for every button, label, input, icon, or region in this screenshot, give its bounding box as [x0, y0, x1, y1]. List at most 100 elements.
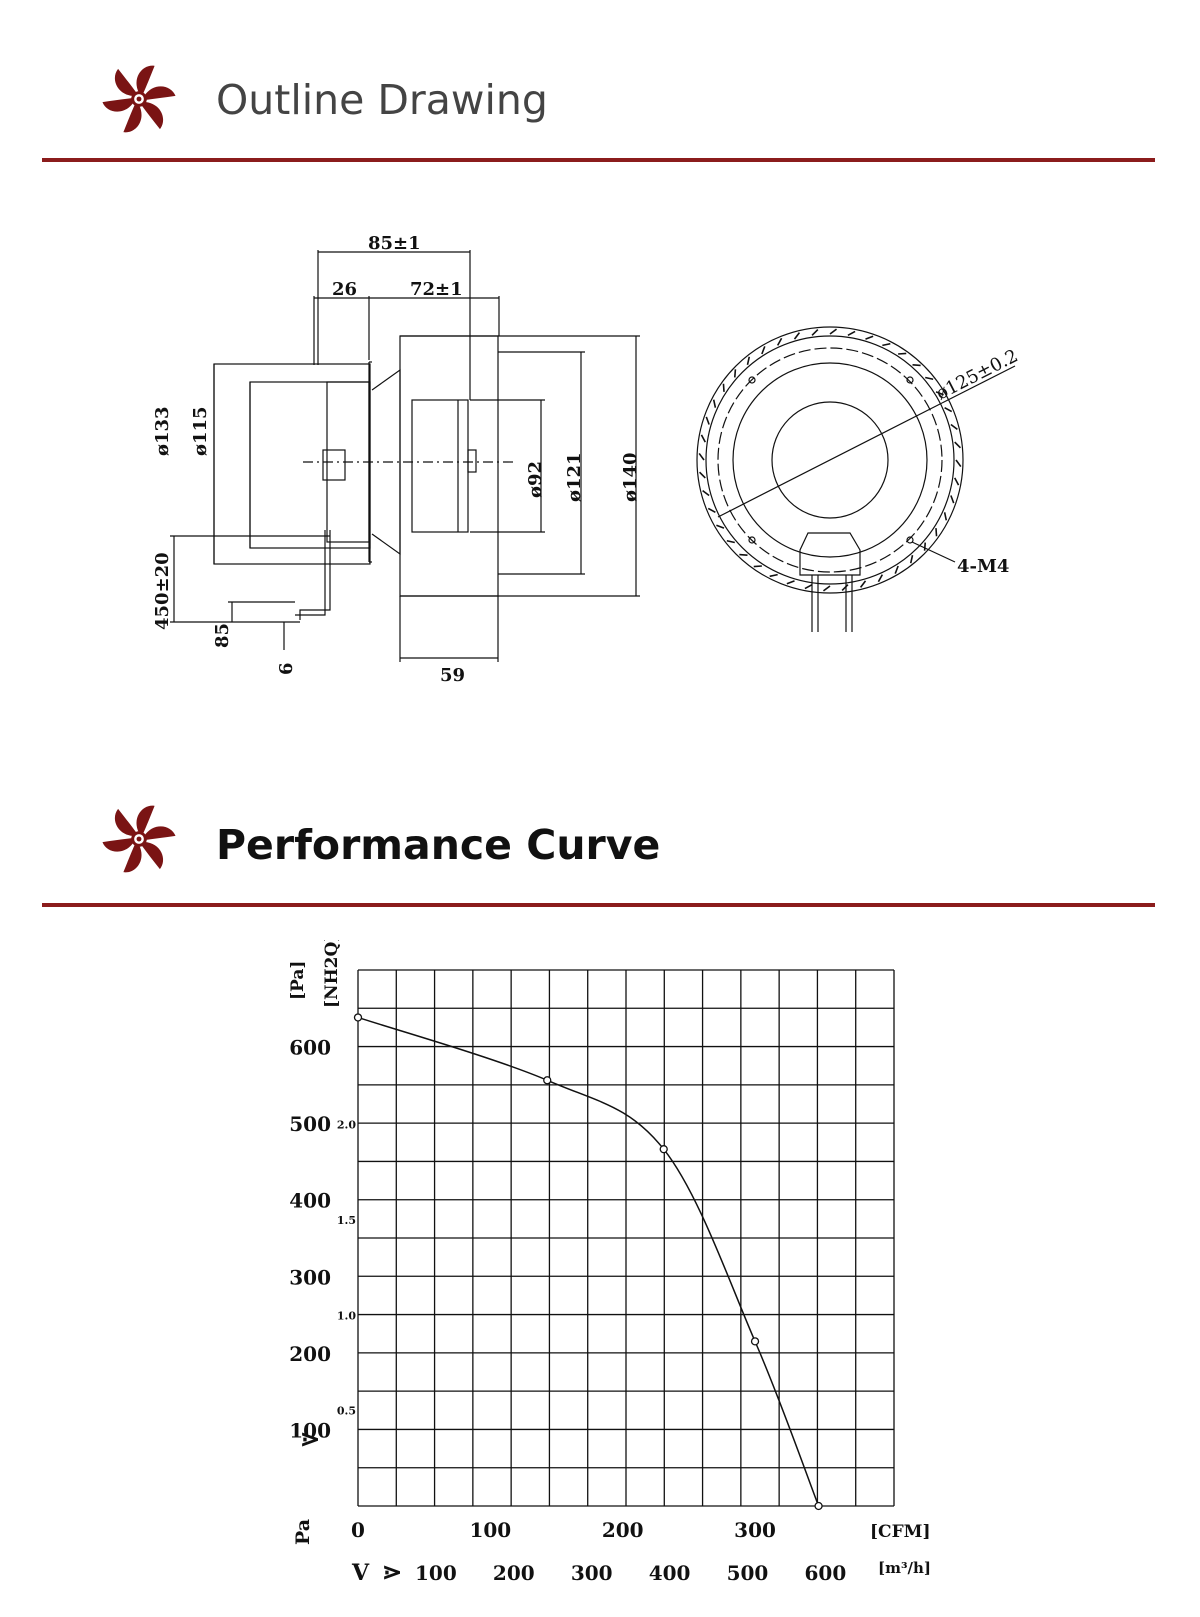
flow-arrow-icon: ⋗ — [382, 1557, 402, 1586]
scroll-tick — [753, 565, 762, 568]
scroll-tick — [912, 363, 921, 367]
data-point — [814, 1501, 823, 1511]
scroll-tick — [705, 416, 710, 425]
dim-6: 6 — [276, 662, 297, 675]
scroll-tick — [702, 489, 710, 497]
outline-drawing: 85±1 26 72±1 ø133 ø115 ø92 ø121 ø140 450… — [152, 233, 1022, 686]
scroll-tick — [877, 574, 884, 583]
dim-125: ø125±0.2 — [933, 345, 1022, 404]
y-tick-label-inh2o: 1.0 — [337, 1309, 356, 1322]
dim-59: 59 — [440, 665, 465, 686]
scroll-tick — [935, 528, 938, 537]
x-tick-label-m3h: 200 — [493, 1561, 535, 1585]
x-tick-label-m3h: 100 — [415, 1561, 457, 1585]
scroll-tick — [829, 328, 838, 335]
scroll-tick — [955, 459, 962, 468]
scroll-tick — [882, 342, 891, 347]
section-divider — [42, 903, 1155, 907]
scroll-tick — [761, 346, 766, 355]
section-title: Outline Drawing — [216, 76, 548, 124]
fan-logo-icon — [102, 65, 176, 133]
section-divider — [42, 158, 1155, 162]
x-tick-label-m3h: 300 — [571, 1561, 613, 1585]
dim-72: 72±1 — [410, 279, 463, 300]
dim-85b: 85 — [212, 623, 233, 648]
scroll-tick — [841, 584, 849, 592]
scroll-tick — [707, 507, 716, 514]
data-point — [750, 1337, 760, 1346]
scroll-tick — [733, 369, 737, 378]
scroll-tick — [700, 434, 706, 443]
x-tick-label-m3h: 400 — [649, 1561, 691, 1585]
scroll-tick — [859, 580, 867, 588]
data-point — [353, 1013, 363, 1022]
scroll-tick — [822, 585, 831, 592]
flow-symbol: V — [351, 1560, 370, 1586]
chart-grid — [357, 969, 895, 1507]
scroll-tick — [786, 580, 795, 585]
dim-85: 85±1 — [368, 233, 421, 254]
scroll-tick — [954, 441, 962, 449]
data-point — [659, 1145, 668, 1154]
scroll-tick — [776, 337, 783, 346]
scroll-tick — [894, 565, 899, 574]
dim-121: ø121 — [564, 452, 585, 502]
y-tick-label-pa: 100 — [289, 1418, 331, 1442]
x-tick-label-cfm: 100 — [469, 1518, 511, 1542]
scroll-tick — [898, 352, 907, 355]
y-tick-label-inh2o: 0.5 — [337, 1405, 356, 1418]
scroll-tick — [943, 512, 948, 521]
scroll-tick — [811, 328, 819, 336]
y-axis-unit-pa: Pa — [292, 1519, 314, 1545]
dim-450: 450±20 — [152, 552, 173, 630]
dim-26: 26 — [332, 279, 357, 300]
scroll-tick — [712, 399, 717, 408]
scroll-tick — [865, 335, 874, 340]
scroll-tick — [847, 330, 856, 336]
scroll-tick — [944, 406, 953, 413]
dim-92: ø92 — [525, 461, 546, 498]
scroll-tick — [950, 423, 958, 431]
y-axis-label-pa: [Pa] — [288, 961, 308, 1000]
y-axis-label-inh2o: [NH2Q] — [322, 940, 342, 1008]
y-tick-label-pa: 200 — [289, 1342, 331, 1366]
performance-curve-header: Performance Curve — [0, 795, 1200, 907]
scroll-tick — [698, 452, 705, 461]
x-tick-label-m3h: 500 — [727, 1561, 769, 1585]
y-tick-label-inh2o: 2.0 — [337, 1119, 356, 1132]
x-tick-label-cfm: 300 — [734, 1518, 776, 1542]
scroll-tick — [716, 524, 725, 529]
scroll-tick — [950, 495, 955, 504]
scroll-tick — [909, 555, 914, 564]
dim-133: ø133 — [152, 406, 173, 456]
y-tick-label-pa: 300 — [289, 1265, 331, 1289]
y-tick-label-inh2o: 1.5 — [337, 1214, 356, 1227]
scroll-tick — [746, 356, 751, 365]
scroll-tick — [804, 584, 813, 590]
scroll-tick — [923, 542, 927, 551]
section-title: Performance Curve — [216, 821, 661, 869]
delta-p-arrow-icon: ⋗ — [300, 1424, 320, 1453]
scroll-tick — [769, 573, 778, 578]
dim-m4: 4-M4 — [957, 556, 1009, 577]
scroll-tick — [954, 477, 960, 486]
x-axis-unit-m3h: [m³/h] — [878, 1559, 931, 1577]
scroll-tick — [793, 332, 801, 340]
x-tick-label-m3h: 600 — [805, 1561, 847, 1585]
dim-115: ø115 — [190, 406, 211, 456]
scroll-tick — [722, 383, 725, 392]
y-tick-label-pa: 500 — [289, 1112, 331, 1136]
dim-140: ø140 — [620, 452, 641, 502]
scroll-tick — [726, 539, 735, 544]
scroll-tick — [739, 553, 748, 557]
x-tick-label-cfm: 200 — [602, 1518, 644, 1542]
y-tick-label-pa: 400 — [289, 1189, 331, 1213]
scroll-tick — [698, 471, 706, 479]
data-point — [543, 1076, 552, 1085]
x-axis-unit-cfm: [CFM] — [870, 1522, 931, 1542]
outline-drawing-header: Outline Drawing — [0, 50, 1200, 162]
scroll-tick — [935, 391, 944, 396]
fan-logo-icon — [102, 805, 176, 873]
scroll-tick — [925, 376, 934, 381]
